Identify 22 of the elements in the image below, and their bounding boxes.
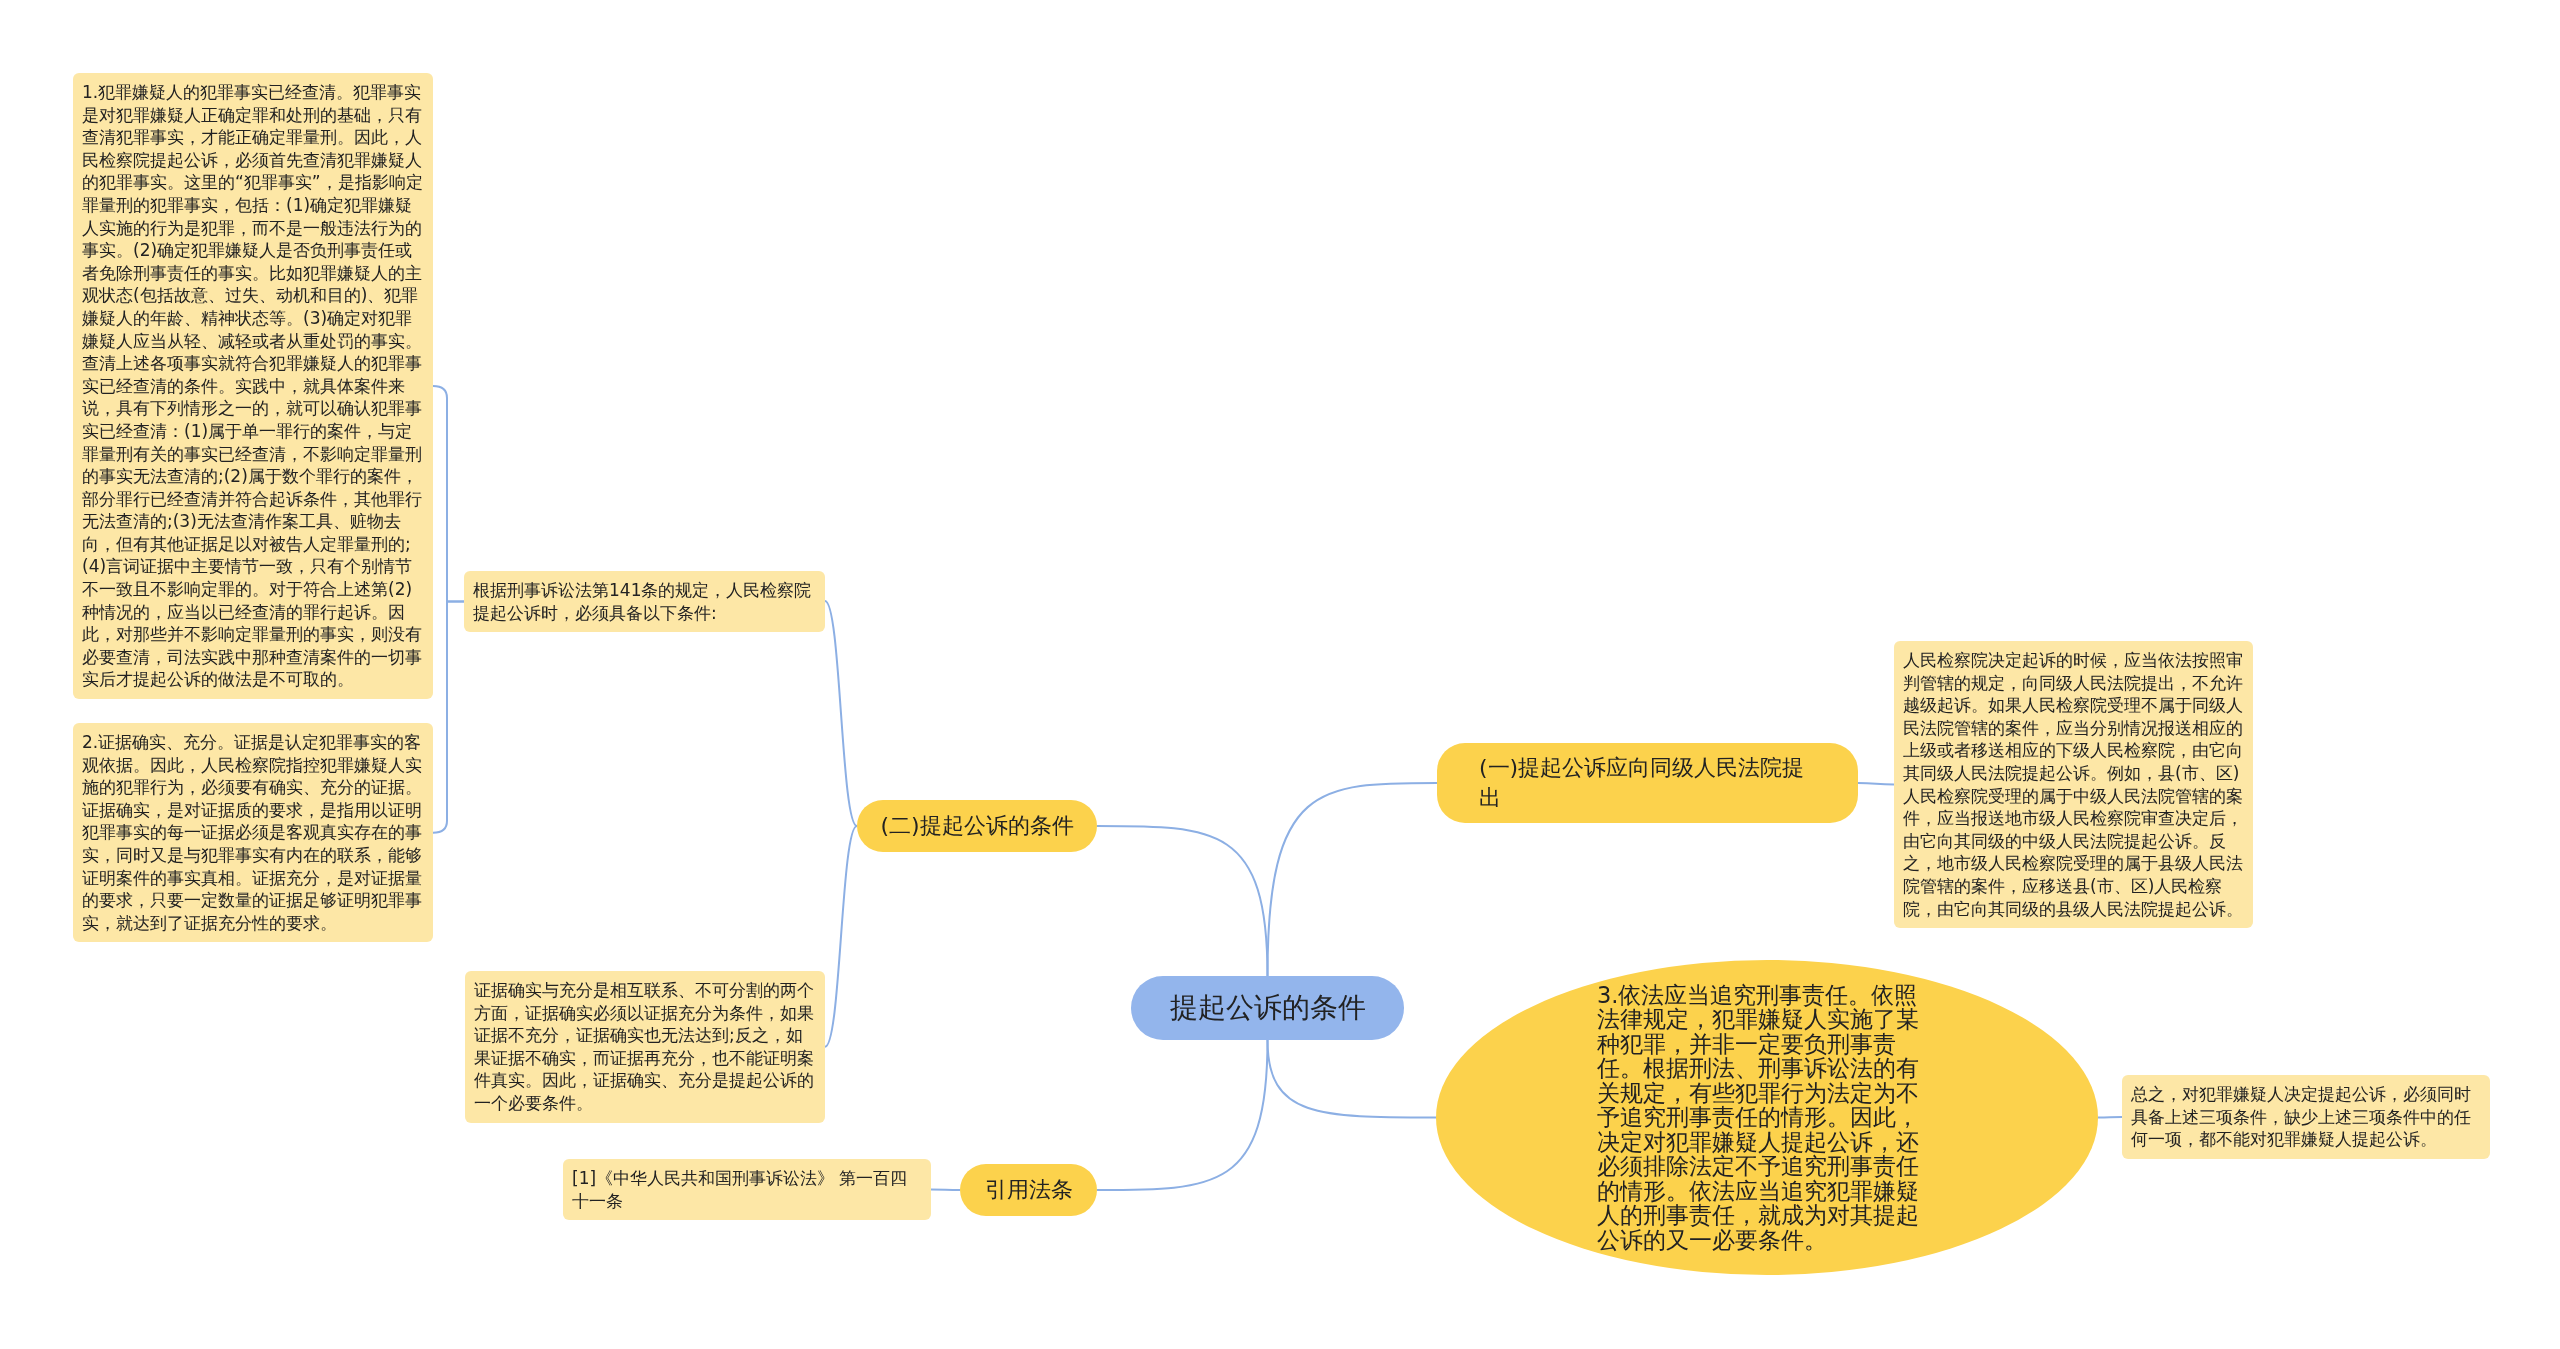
central-topic: 提起公诉的条件	[1131, 976, 1404, 1040]
connector-line	[824, 600, 858, 827]
note-box: 总之，对犯罪嫌疑人决定提起公诉，必须同时具备上述三项条件，缺少上述三项条件中的任何一项，都不能对犯罪嫌疑人提起公诉。	[2122, 1075, 2490, 1159]
note-box: [1]《中华人民共和国刑事诉讼法》 第一百四十一条	[563, 1159, 931, 1221]
topic-box: 引用法条	[960, 1164, 1097, 1216]
connector-line	[824, 825, 858, 1048]
note-box: 人民检察院决定起诉的时候，应当依法按照审判管辖的规定，向同级人民法院提出，不允许越级起诉。如果人民检察院受理不属于同级人民法院管辖的案件，应当分别情况报送相应的上级或者移送相应的下级人民检察院，由它向其同级人民法院提起公诉。例如，县(市、区)人民检察院受理的属于中级人民法院管辖的案件，应当报送地市级人民检察院审查决定后，由它向其同级的中级人民法院提起公诉。反之，地市级人民检察院受理的属于县级人民法院管辖的案件，应移送县(市、区)人民检察院，由它向其同级的县级人民法院提起公诉。	[1894, 641, 2253, 929]
note-box: 1.犯罪嫌疑人的犯罪事实已经查清。犯罪事实是对犯罪嫌疑人正确定罪和处刑的基础，只有查清犯罪事实，才能正确定罪量刑。因此，人民检察院提起公诉，必须首先查清犯罪嫌疑人的犯罪事实。这里的“犯罪事实”，是指影响定罪量刑的犯罪事实，包括：(1)确定犯罪嫌疑人实施的行为是犯罪，而不是一般违法行为的事实。(2)确定犯罪嫌疑人是否负刑事责任或者免除刑事责任的事实。比如犯罪嫌疑人的主观状态(包括故意、过失、动机和目的)、犯罪嫌疑人的年龄、精神状态等。(3)确定对犯罪嫌疑人应当从轻、减轻或者从重处罚的事实。查清上述各项事实就符合犯罪嫌疑人的犯罪事实已经查清的条件。实践中，就具体案件来说，具有下列情形之一的，就可以确认犯罪事实已经查清：(1)属于单一罪行的案件，与定罪量刑有关的事实已经查清，不影响定罪量刑的事实无法查清的;(2)属于数个罪行的案件，部分罪行已经查清并符合起诉条件，其他罪行无法查清的;(3)无法查清作案工具、赃物去向，但有其他证据足以对被告人定罪量刑的;(4)言词证据中主要情节一致，只有个别情节不一致且不影响定罪的。对于符合上述第(2)种情况的，应当以已经查清的罪行起诉。因此，对那些并不影响定罪量刑的事实，则没有必要查清，司法实践中那种查清案件的一切事实后才提起公诉的做法是不可取的。	[73, 73, 433, 700]
connector-line	[930, 1188, 961, 1191]
connector-line	[1266, 1039, 1437, 1119]
connector-line	[1096, 1039, 1269, 1191]
connector-line	[432, 600, 465, 834]
topic-box: (二)提起公诉的条件	[857, 800, 1097, 852]
topic-box: (一)提起公诉应向同级人民法院提出	[1437, 743, 1858, 823]
note-box: 根据刑事诉讼法第141条的规定，人民检察院提起公诉时，必须具备以下条件:	[464, 571, 825, 633]
note-box: 证据确实与充分是相互联系、不可分割的两个方面，证据确实必须以证据充分为条件，如果证据不充分，证据确实也无法达到;反之，如果证据不确实，而证据再充分，也不能证明案件真实。因此，证据确实、充分是提起公诉的一个必要条件。	[465, 971, 825, 1123]
connector-line	[1266, 782, 1438, 977]
topic-oval: 3.依法应当追究刑事责任。依照法律规定，犯罪嫌疑人实施了某种犯罪，并非一定要负刑事责任。根据刑法、刑事诉讼法的有关规定，有些犯罪行为法定为不予追究刑事责任的情形。因此，决定对犯罪嫌疑人提起公诉，还必须排除法定不予追究刑事责任的情形。依法应当追究犯罪嫌疑人的刑事责任，就成为对其提起公诉的又一必要条件。	[1436, 960, 2098, 1275]
connector-line	[2097, 1115, 2123, 1119]
connector-line	[1096, 825, 1269, 977]
connector-line	[1857, 782, 1895, 786]
note-box: 2.证据确实、充分。证据是认定犯罪事实的客观依据。因此，人民检察院指控犯罪嫌疑人实施的犯罪行为，必须要有确实、充分的证据。证据确实，是对证据质的要求，是指用以证明犯罪事实的每一证据必须是客观真实存在的事实，同时又是与犯罪事实有内在的联系，能够证明案件的事实真相。证据充分，是对证据量的要求，只要一定数量的证据足够证明犯罪事实，就达到了证据充分性的要求。	[73, 723, 433, 943]
